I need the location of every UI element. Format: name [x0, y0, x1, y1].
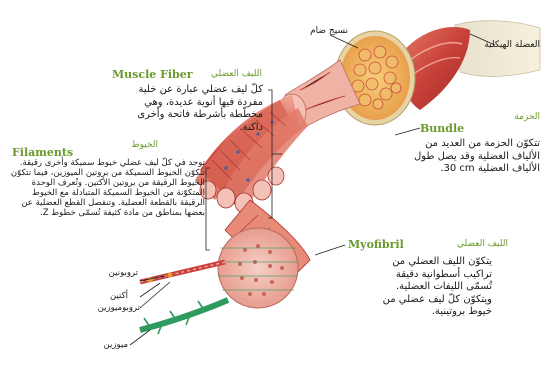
- thick-filament-myosin: [140, 300, 228, 334]
- muscle-fiber-description: كلّ ليف عضلي عبارة عن خلية مفردة فيها أن…: [125, 84, 263, 134]
- connective-tissue-label: نسيج ضام: [300, 26, 348, 37]
- thin-filament-actin: [140, 262, 225, 283]
- muscle-fiber-title-ar: الليف العضلي: [202, 69, 262, 80]
- filaments-heading: Filaments الخيوط: [12, 140, 198, 156]
- filaments-title-ar: الخيوط: [108, 140, 158, 151]
- skeletal-muscle-label: العضلة الهيكلية: [468, 40, 540, 51]
- myofibril-title-en: Myofibril: [348, 238, 404, 251]
- troponin-label: تروبونين: [80, 268, 138, 278]
- bundle-description: تتكوّن الحزمة من العديد من الألياف العضل…: [410, 138, 540, 176]
- filaments-description: توجد في كلّ ليف عضلي خيوط سميكة وأخرى رق…: [10, 158, 205, 218]
- myofibril-description: يتكوّن الليف العضلي من تراكيب أسطوانية د…: [368, 256, 492, 319]
- muscle-fiber-heading: Muscle Fiber الليف العضلي: [112, 68, 262, 84]
- myofibril-heading: Myofibril الليف العضلي: [348, 238, 508, 254]
- myofibril-cross-section: [218, 228, 298, 308]
- tropomyosin-label: تروبوميوزين: [74, 303, 140, 313]
- bundle-heading: Bundle الحزمة: [420, 112, 540, 128]
- bundle-description-text: تتكوّن الحزمة من العديد من الألياف العضل…: [414, 138, 540, 174]
- myofibril-title-ar: الليف العضلي: [438, 239, 508, 250]
- bundle-title-ar: الحزمة: [490, 112, 540, 123]
- bundle-length-value: 30 cm: [444, 163, 475, 174]
- muscle-fiber-title-en: Muscle Fiber: [112, 68, 193, 81]
- bundle-title-en: Bundle: [420, 122, 464, 135]
- myosin-label: ميوزين: [70, 340, 128, 350]
- skeletal-muscle: [399, 21, 540, 110]
- actin-label: أكتين: [70, 291, 128, 301]
